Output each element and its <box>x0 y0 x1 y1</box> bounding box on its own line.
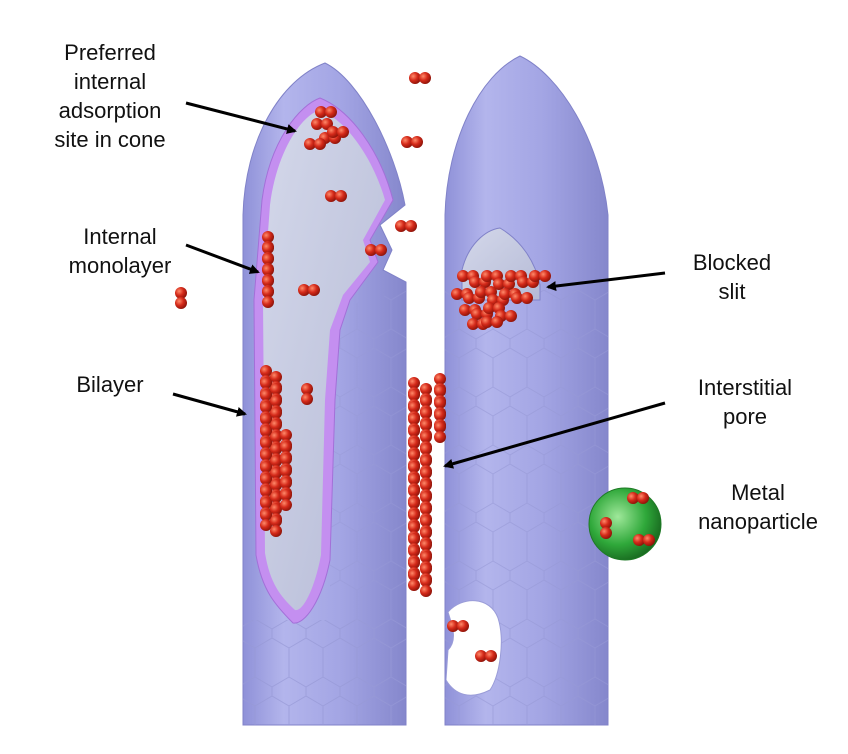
label-bilayer: Bilayer <box>50 370 170 399</box>
hydrogen-molecule-icon <box>434 421 446 443</box>
hydrogen-molecule-icon <box>401 136 423 148</box>
label-interstitial-pore: Interstitial pore <box>670 373 820 431</box>
metal-nanoparticle-sphere <box>589 488 661 560</box>
left-tube-hex-pattern-upper <box>330 290 406 620</box>
label-metal-nanoparticle: Metal nanoparticle <box>678 478 838 536</box>
label-internal-monolayer: Internal monolayer <box>40 222 200 280</box>
hydrogen-molecule-icon <box>408 569 420 591</box>
left-tube-hex-pattern <box>243 620 406 725</box>
arrow-bilayer <box>173 394 245 414</box>
hydrogen-molecule-icon <box>420 575 432 597</box>
label-cone-site: Preferred internal adsorption site in co… <box>20 38 200 154</box>
tube-hole <box>446 601 501 696</box>
label-blocked-slit: Blocked slit <box>672 248 792 306</box>
hydrogen-molecule-icon <box>409 72 431 84</box>
hydrogen-molecule-icon <box>175 287 187 309</box>
right-nanotube <box>445 56 608 725</box>
hydrogen-molecule-icon <box>395 220 417 232</box>
